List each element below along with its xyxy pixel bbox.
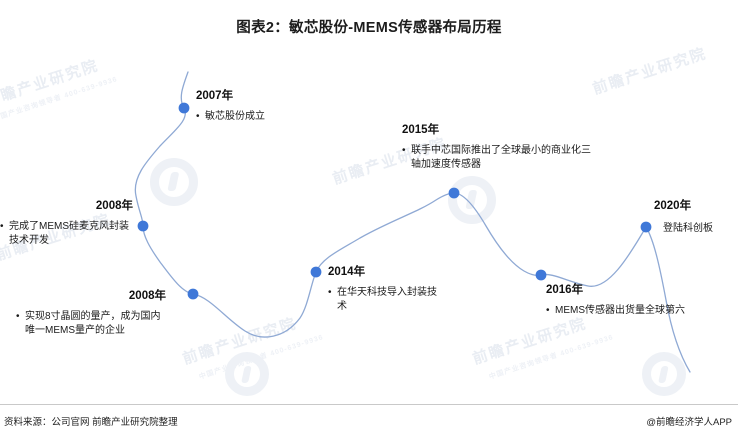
- milestone-text: 在华天科技导入封装技术: [337, 286, 437, 313]
- bullet-icon: [654, 222, 663, 237]
- bullet-icon: •: [546, 304, 550, 316]
- milestone-2007[interactable]: 2007年 • 敏芯股份成立: [196, 90, 336, 124]
- footer-divider: [0, 404, 738, 405]
- timeline-dot-2020[interactable]: [640, 221, 652, 233]
- bullet-icon: •: [328, 286, 332, 298]
- page-title: 图表2：敏芯股份-MEMS传感器布局历程: [236, 20, 502, 36]
- milestone-year: 2016年: [546, 284, 584, 296]
- timeline-dot-2007[interactable]: [178, 102, 190, 114]
- milestone-year: 2020年: [654, 200, 692, 212]
- milestone-year: 2015年: [402, 124, 440, 136]
- milestone-text: 联手中芯国际推出了全球最小的商业化三轴加速度传感器: [411, 144, 591, 171]
- milestone-year: 2008年: [95, 200, 133, 212]
- source-text: 资料来源：公司官网 前瞻产业研究院整理: [4, 417, 178, 428]
- milestone-text: 完成了MEMS硅麦克风封装技术开发: [9, 220, 129, 247]
- timeline-dot-2008-b[interactable]: [187, 288, 199, 300]
- timeline-dot-2016[interactable]: [535, 269, 547, 281]
- milestone-year: 2007年: [196, 90, 234, 102]
- app-attribution: @前瞻经济学人APP: [646, 417, 732, 428]
- timeline-dot-2014[interactable]: [310, 266, 322, 278]
- bullet-icon: •: [402, 144, 406, 156]
- timeline-dot-2015[interactable]: [448, 187, 460, 199]
- milestone-text: MEMS传感器出货量全球第六: [555, 304, 685, 316]
- timeline-dot-2008-a[interactable]: [137, 220, 149, 232]
- milestone-text: 实现8寸晶圆的量产，成为国内唯一MEMS量产的企业: [25, 310, 161, 337]
- bullet-icon: •: [196, 110, 200, 122]
- milestone-text: 登陆科创板: [663, 222, 713, 234]
- milestone-2015[interactable]: 2015年 • 联手中芯国际推出了全球最小的商业化三轴加速度传感器: [402, 124, 594, 173]
- milestone-year: 2008年: [128, 290, 166, 302]
- milestone-2016[interactable]: 2016年 • MEMS传感器出货量全球第六: [546, 284, 706, 318]
- milestone-year: 2014年: [328, 266, 366, 278]
- bullet-icon: •: [0, 220, 4, 232]
- milestone-2014[interactable]: 2014年 • 在华天科技导入封装技术: [328, 266, 446, 315]
- milestone-2008-a[interactable]: 2008年 • 完成了MEMS硅麦克风封装技术开发: [0, 200, 133, 249]
- bullet-icon: •: [16, 310, 20, 322]
- milestone-2020[interactable]: 2020年 登陆科创板: [654, 200, 738, 236]
- milestone-2008-b[interactable]: 2008年 • 实现8寸晶圆的量产，成为国内唯一MEMS量产的企业: [16, 290, 166, 339]
- milestone-text: 敏芯股份成立: [205, 110, 265, 122]
